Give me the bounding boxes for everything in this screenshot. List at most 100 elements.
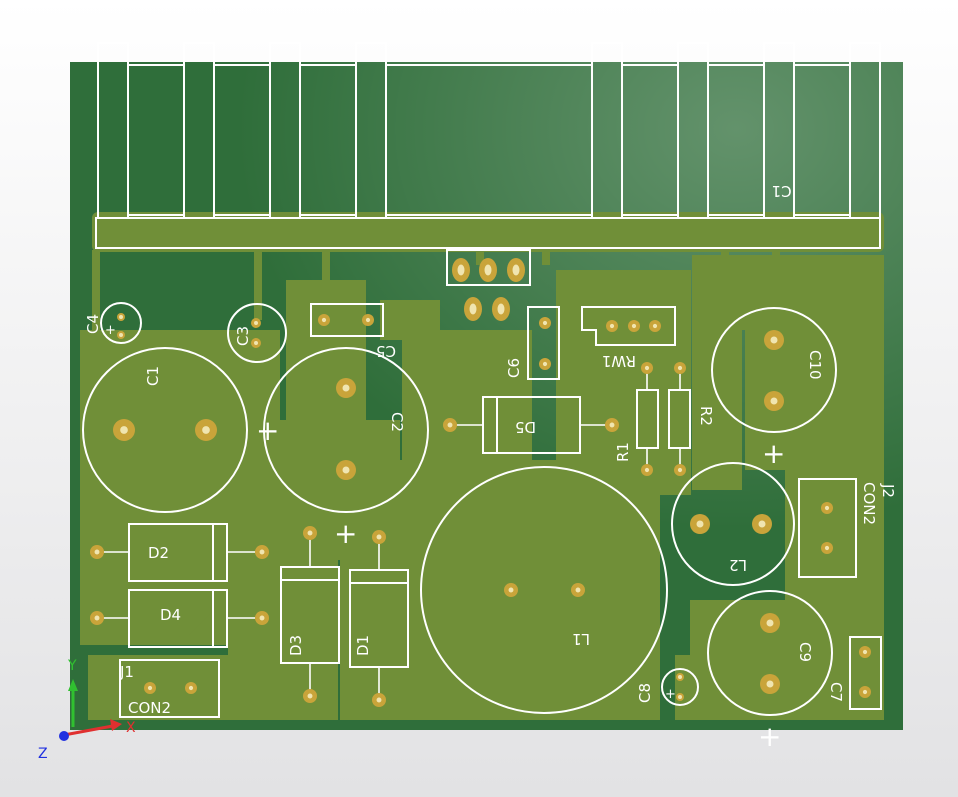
c4-capacitor[interactable]: C4 + (84, 302, 142, 344)
j2-connector[interactable]: J2 CON2 (798, 478, 897, 578)
drill-hole (457, 264, 465, 276)
drill-hole (147, 685, 153, 691)
drill-hole (254, 321, 258, 325)
drill-hole (862, 689, 868, 695)
c2-capacitor[interactable]: C2 + (263, 347, 429, 550)
drill-hole (202, 426, 210, 434)
c2-label: C2 (388, 412, 406, 432)
drill-hole (770, 397, 778, 405)
drill-hole (120, 426, 128, 434)
drill-hole (766, 619, 774, 627)
drill-hole (824, 505, 830, 511)
ic1-footprint[interactable]: IC1 (95, 42, 881, 249)
c3-capacitor[interactable]: C3 (227, 303, 287, 363)
j2-label: J2 (879, 483, 897, 498)
x-axis-arrow (110, 719, 122, 731)
r1-label: R1 (614, 442, 632, 462)
r2-label: R2 (697, 406, 715, 426)
c4-label: C4 (84, 314, 102, 334)
drill-hole (342, 466, 350, 474)
ic1-pins[interactable] (446, 249, 531, 286)
c10-label: C10 (806, 350, 824, 380)
drill-hole (254, 341, 258, 345)
c4-polarity: + (105, 323, 116, 338)
drill-hole (575, 587, 581, 593)
j1-label: J1 (119, 663, 134, 681)
j2-type-label: CON2 (860, 482, 878, 525)
drill-hole (508, 587, 514, 593)
drill-hole (542, 320, 548, 326)
c8-capacitor[interactable]: C8 + (636, 668, 699, 706)
drill-hole (94, 615, 100, 621)
c6-label: C6 (505, 358, 523, 378)
drill-hole (307, 530, 313, 536)
c7-label: C7 (827, 682, 845, 702)
x-axis-line (63, 723, 119, 737)
drill-hole (119, 315, 123, 319)
drill-hole (259, 549, 265, 555)
drill-hole (696, 520, 704, 528)
drill-hole (677, 365, 683, 371)
l1-label: L1 (572, 630, 590, 648)
y-axis-arrow (68, 679, 78, 691)
drill-hole (119, 333, 123, 337)
z-axis-label: Z (38, 746, 48, 762)
j1-connector[interactable]: J1 CON2 (119, 659, 220, 718)
c10-capacitor[interactable]: C10 + (711, 307, 837, 470)
d4-label: D4 (160, 606, 181, 624)
c10-polarity: + (762, 437, 785, 470)
drill-hole (447, 422, 453, 428)
c3-label: C3 (234, 326, 252, 346)
c9-polarity: + (758, 720, 781, 753)
c8-polarity: + (665, 687, 676, 702)
z-axis-dot (59, 731, 69, 741)
drill-hole (469, 303, 477, 315)
l2-label: L2 (729, 556, 747, 574)
c1-label: C1 (144, 366, 162, 386)
c9-capacitor[interactable]: C9 + (707, 590, 833, 753)
axis-triad[interactable]: X Y Z (38, 658, 136, 762)
drill-hole (497, 303, 505, 315)
drill-hole (512, 264, 520, 276)
d3-label: D3 (287, 635, 305, 656)
drill-hole (678, 675, 682, 679)
drill-hole (188, 685, 194, 691)
drill-hole (824, 545, 830, 551)
drill-hole (342, 384, 350, 392)
drill-hole (652, 323, 658, 329)
drill-hole (644, 467, 650, 473)
c2-polarity: + (334, 517, 357, 550)
rw1-trimmer[interactable]: RW1 (581, 306, 676, 370)
drill-hole (259, 615, 265, 621)
drill-hole (678, 695, 682, 699)
drill-hole (94, 549, 100, 555)
drill-hole (758, 520, 766, 528)
drill-hole (609, 422, 615, 428)
d2-diode[interactable]: D2 (97, 523, 262, 582)
c6-capacitor[interactable]: C6 (505, 306, 560, 380)
pads-layer (90, 258, 871, 707)
j1-type-label: CON2 (128, 699, 171, 717)
drill-hole (770, 336, 778, 344)
c1-polarity: + (256, 414, 279, 447)
drill-hole (321, 317, 327, 323)
drill-hole (376, 697, 382, 703)
d2-label: D2 (148, 544, 169, 562)
rw1-label: RW1 (602, 352, 636, 370)
c9-label: C9 (796, 642, 814, 662)
l1-inductor[interactable]: L1 (420, 466, 668, 714)
c1-capacitor[interactable]: C1 + (82, 347, 279, 513)
drill-hole (542, 361, 548, 367)
r2-resistor[interactable]: R2 (668, 368, 715, 470)
drill-hole (766, 680, 774, 688)
drill-hole (307, 693, 313, 699)
c8-label: C8 (636, 683, 654, 703)
d1-label: D1 (354, 635, 372, 656)
drill-hole (484, 264, 492, 276)
x-axis-label: X (126, 720, 136, 736)
c7-capacitor[interactable]: C7 (827, 636, 882, 710)
l2-inductor[interactable]: L2 (671, 462, 795, 586)
drill-hole (631, 323, 637, 329)
d5-label: D5 (515, 418, 536, 436)
